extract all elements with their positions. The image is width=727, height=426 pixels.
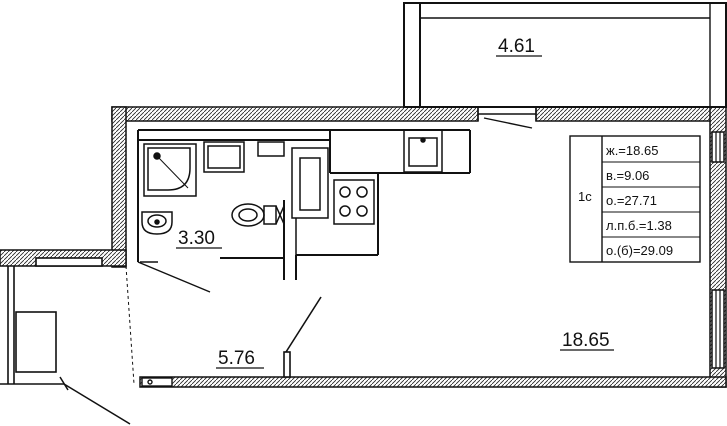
bathroom-cabinet [257, 141, 285, 157]
living-area-label: 18.65 [562, 330, 610, 351]
kitchen-stove [333, 179, 375, 225]
legend-row-total: о.=27.71 [606, 193, 657, 208]
hallway-area-label: 5.76 [218, 348, 255, 369]
bathroom-area-label: 3.30 [178, 228, 215, 249]
balcony-door [477, 107, 537, 129]
legend-row-auxiliary: в.=9.06 [606, 168, 649, 183]
bathroom-sink [141, 211, 173, 235]
entrance-door [59, 376, 131, 425]
legend-row-total-with-balcony: о.(б)=29.09 [606, 243, 673, 258]
balcony [403, 2, 727, 108]
kitchen-fridge [291, 147, 329, 255]
bathroom-door [137, 261, 211, 293]
shower-cabin [143, 143, 197, 197]
area-legend: 1с ж.=18.65 в.=9.06 о.=27.71 л.п.б.=1.38… [569, 135, 701, 263]
legend-row-balcony: л.п.б.=1.38 [606, 218, 672, 233]
toilet [231, 203, 285, 227]
entrance-corridor [0, 257, 135, 385]
kitchen-sink [403, 129, 443, 173]
washing-machine [203, 141, 245, 173]
hallway-door [283, 296, 322, 378]
interior-walls [137, 129, 471, 280]
right-windows [715, 132, 721, 368]
bottom-threshold [141, 377, 173, 387]
legend-row-living: ж.=18.65 [606, 143, 658, 158]
apartment-type-label: 1с [578, 189, 592, 204]
balcony-area-label: 4.61 [498, 36, 535, 57]
